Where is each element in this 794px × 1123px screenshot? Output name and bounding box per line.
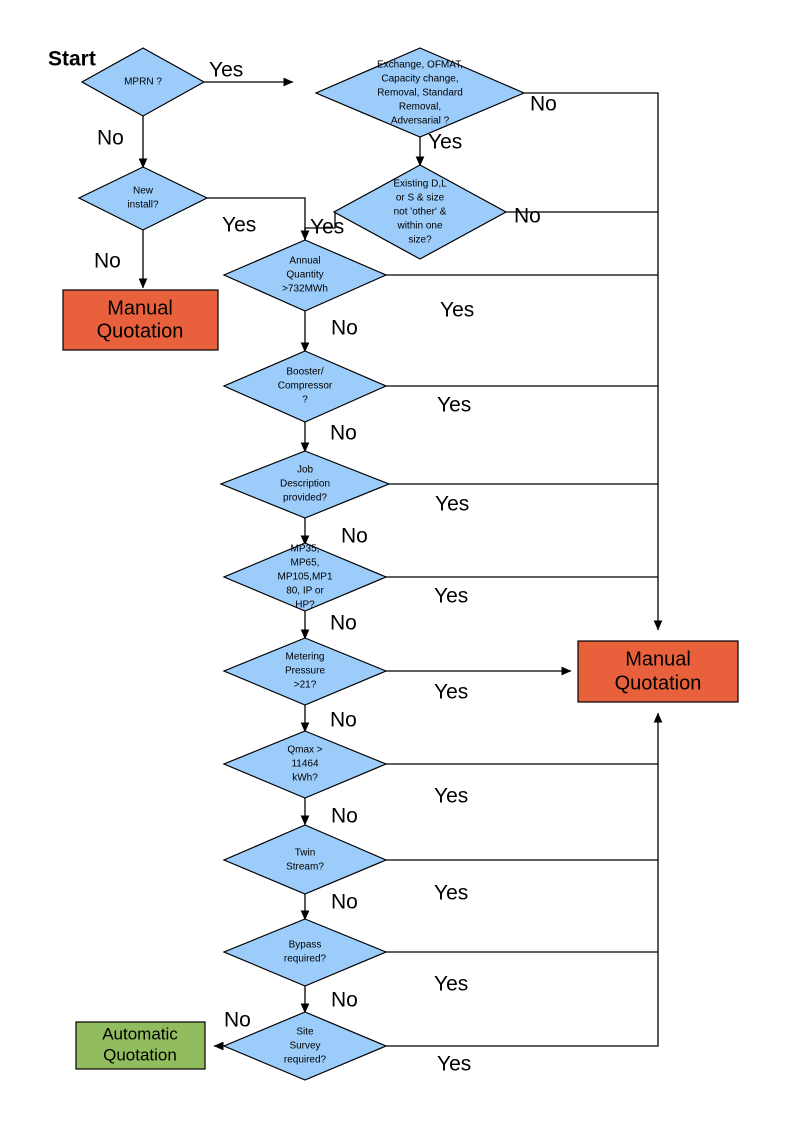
decision-job-description-line3: provided? — [283, 493, 327, 504]
edge-label-existing-yes: Yes — [310, 216, 344, 239]
manual-right-line2: Quotation — [615, 672, 702, 694]
edge-label-metering-pressure-yes: Yes — [434, 681, 468, 704]
decision-qmax-line3: kWh? — [292, 773, 318, 784]
decision-bypass-line1: Bypass — [289, 940, 322, 951]
edge-label-bypass-no: No — [331, 989, 358, 1012]
edge-existing-yes — [300, 212, 336, 241]
decision-exchange[interactable]: Exchange, OFMAT, Capacity change, Remova… — [314, 47, 526, 138]
decision-existing-line1: Existing D,L — [393, 179, 447, 190]
decision-existing-line3: not 'other' & — [394, 207, 447, 218]
decision-twin-stream-line2: Stream? — [286, 862, 324, 873]
decision-job-description-line1: Job — [297, 465, 314, 476]
start-label: Start — [48, 48, 96, 71]
edge-label-qmax-no: No — [331, 805, 358, 828]
manual-left-line1: Manual — [107, 297, 173, 319]
terminal-manual-quotation-left[interactable]: Manual Quotation — [62, 289, 219, 351]
decision-existing-line4: within one — [396, 221, 442, 232]
edge-label-exchange-no: No — [530, 93, 557, 116]
decision-annual-quantity-line1: Annual — [289, 256, 320, 267]
edge-label-annual-quantity-no: No — [331, 317, 358, 340]
decision-mp-type-line4: 80, IP or — [286, 586, 324, 597]
decision-mp-type-line3: MP105,MP1 — [277, 572, 332, 583]
decision-site-survey[interactable]: Site Survey required? — [222, 1011, 388, 1081]
decision-exchange-line4: Removal, — [399, 102, 441, 113]
decision-booster-line3: ? — [302, 395, 308, 406]
edge-label-booster-yes: Yes — [437, 394, 471, 417]
decision-qmax[interactable]: Qmax > 11464 kWh? — [222, 730, 388, 799]
edge-label-bypass-yes: Yes — [434, 973, 468, 996]
edge-label-twin-stream-yes: Yes — [434, 882, 468, 905]
decision-exchange-line2: Capacity change, — [381, 74, 458, 85]
edge-site-survey-yes — [385, 712, 663, 1047]
decision-mp-type-line5: HP? — [295, 600, 315, 611]
decision-twin-stream-line1: Twin — [295, 848, 316, 859]
decision-mp-type-line2: MP65, — [291, 558, 320, 569]
manual-right-line1: Manual — [625, 648, 691, 670]
edge-label-job-description-yes: Yes — [435, 493, 469, 516]
decision-qmax-line1: Qmax > — [287, 745, 322, 756]
edge-label-annual-quantity-yes: Yes — [440, 299, 474, 322]
decision-metering-pressure-line2: Pressure — [285, 666, 325, 677]
decision-annual-quantity-line2: Quantity — [286, 270, 323, 281]
decision-site-survey-line3: required? — [284, 1055, 327, 1066]
edge-label-new-install-yes: Yes — [222, 214, 256, 237]
automatic-line1: Automatic — [102, 1024, 178, 1043]
decision-job-description[interactable]: Job Description provided? — [219, 450, 391, 519]
decision-existing-line2: or S & size — [396, 193, 445, 204]
edge-label-site-survey-no: No — [224, 1009, 251, 1032]
edge-label-metering-pressure-no: No — [330, 709, 357, 732]
edge-label-job-description-no: No — [341, 525, 368, 548]
edge-label-mprn-yes: Yes — [209, 59, 243, 82]
decision-bypass[interactable]: Bypass required? — [222, 918, 388, 987]
decision-job-description-line2: Description — [280, 479, 330, 490]
decision-existing-size[interactable]: Existing D,L or S & size not 'other' & w… — [332, 164, 508, 260]
edge-label-qmax-yes: Yes — [434, 785, 468, 808]
terminal-automatic-quotation[interactable]: Automatic Quotation — [75, 1021, 206, 1070]
decision-booster-line1: Booster/ — [286, 367, 323, 378]
decision-existing-line5: size? — [408, 235, 432, 246]
edge-label-mp-type-no: No — [330, 612, 357, 635]
decision-site-survey-line1: Site — [296, 1027, 314, 1038]
decision-exchange-line3: Removal, Standard — [377, 88, 463, 99]
decision-site-survey-line2: Survey — [289, 1041, 320, 1052]
edge-layer — [138, 77, 663, 1051]
decision-metering-pressure-line3: >21? — [294, 680, 317, 691]
decision-annual-quantity-line3: >732MWh — [282, 284, 328, 295]
decision-booster-line2: Compressor — [278, 381, 333, 392]
decision-exchange-line5: Adversarial ? — [391, 116, 450, 127]
decision-twin-stream[interactable]: Twin Stream? — [222, 824, 388, 895]
edge-label-mprn-no: No — [97, 127, 124, 150]
decision-bypass-line2: required? — [284, 954, 327, 965]
edge-label-twin-stream-no: No — [331, 891, 358, 914]
edge-label-layer: Yes No No Yes Yes No No Yes Yes No Yes N… — [94, 59, 557, 1076]
edge-label-new-install-no: No — [94, 250, 121, 273]
manual-left-line2: Quotation — [97, 320, 184, 342]
decision-mprn-label: MPRN ? — [124, 77, 162, 88]
decision-mp-type[interactable]: MP35, MP65, MP105,MP1 80, IP or HP? — [222, 542, 388, 612]
decision-mp-type-line1: MP35, — [291, 544, 320, 555]
decision-metering-pressure-line1: Metering — [286, 652, 325, 663]
decision-new-install-line1: New — [133, 186, 154, 197]
edge-label-exchange-yes: Yes — [428, 131, 462, 154]
decision-new-install-line2: install? — [127, 200, 159, 211]
edge-exchange-no — [523, 92, 663, 631]
automatic-line2: Quotation — [103, 1045, 177, 1064]
decision-mprn[interactable]: MPRN ? — [80, 47, 206, 117]
edge-label-booster-no: No — [330, 422, 357, 445]
edge-label-mp-type-yes: Yes — [434, 585, 468, 608]
edge-label-existing-no: No — [514, 205, 541, 228]
decision-exchange-line1: Exchange, OFMAT, — [377, 60, 463, 71]
decision-booster-compressor[interactable]: Booster/ Compressor ? — [222, 350, 388, 423]
edge-new-install-yes — [206, 197, 310, 241]
decision-qmax-line2: 11464 — [291, 759, 319, 770]
decision-annual-quantity[interactable]: Annual Quantity >732MWh — [222, 239, 388, 312]
edge-label-site-survey-yes: Yes — [437, 1053, 471, 1076]
decision-metering-pressure[interactable]: Metering Pressure >21? — [222, 637, 388, 706]
terminal-manual-quotation-right[interactable]: Manual Quotation — [577, 640, 739, 703]
decision-new-install[interactable]: New install? — [77, 166, 209, 231]
